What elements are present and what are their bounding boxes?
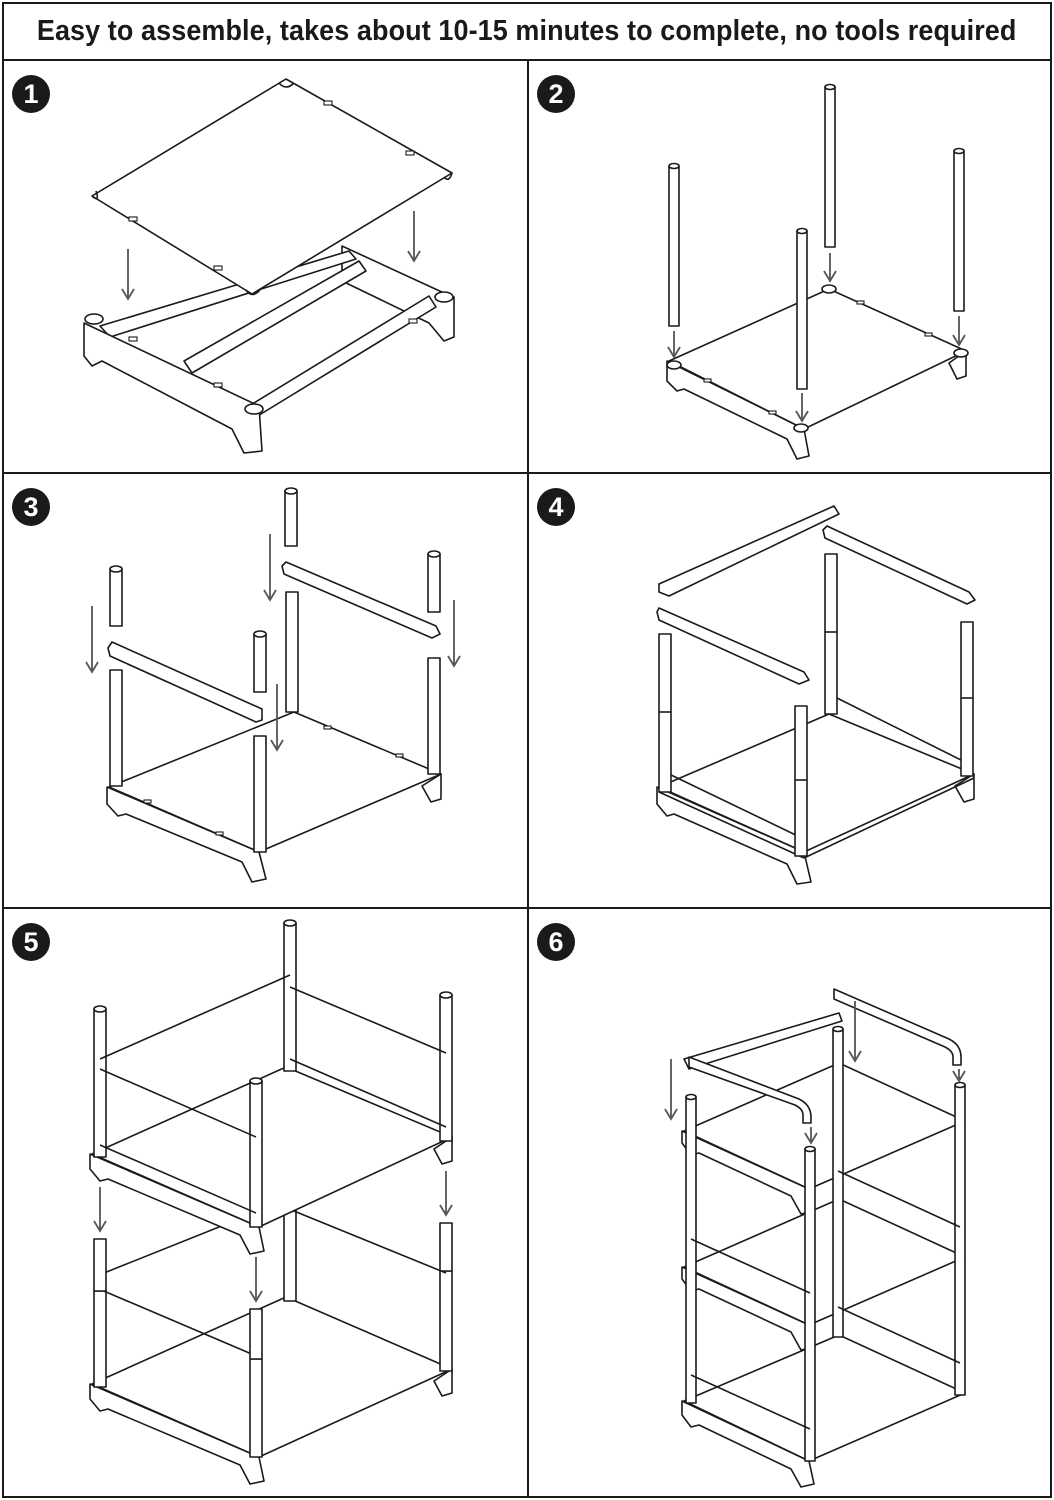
page-title: Easy to assemble, takes about 10-15 minu… [37, 15, 1017, 47]
step-5-badge: 5 [12, 923, 50, 961]
steps-grid: 1 [4, 61, 1050, 1498]
step-3-illustration [85, 487, 461, 883]
step-1-panel: 1 [4, 61, 529, 474]
step-2-panel: 2 [529, 61, 1050, 474]
step-6-illustration [664, 988, 966, 1488]
step-4-panel: 4 [529, 474, 1050, 909]
step-4-badge: 4 [537, 488, 575, 526]
step-6-panel: 6 [529, 909, 1050, 1498]
step-3-badge: 3 [12, 488, 50, 526]
step-6-badge: 6 [537, 923, 575, 961]
step-5-illustration [89, 919, 453, 1485]
header-bar: Easy to assemble, takes about 10-15 minu… [4, 4, 1050, 61]
step-2-illustration [666, 83, 969, 460]
step-5-panel: 5 [4, 909, 529, 1498]
step-3-panel: 3 [4, 474, 529, 909]
step-1-illustration [83, 78, 455, 454]
step-4-illustration [656, 505, 976, 885]
step-2-badge: 2 [537, 75, 575, 113]
step-1-badge: 1 [12, 75, 50, 113]
